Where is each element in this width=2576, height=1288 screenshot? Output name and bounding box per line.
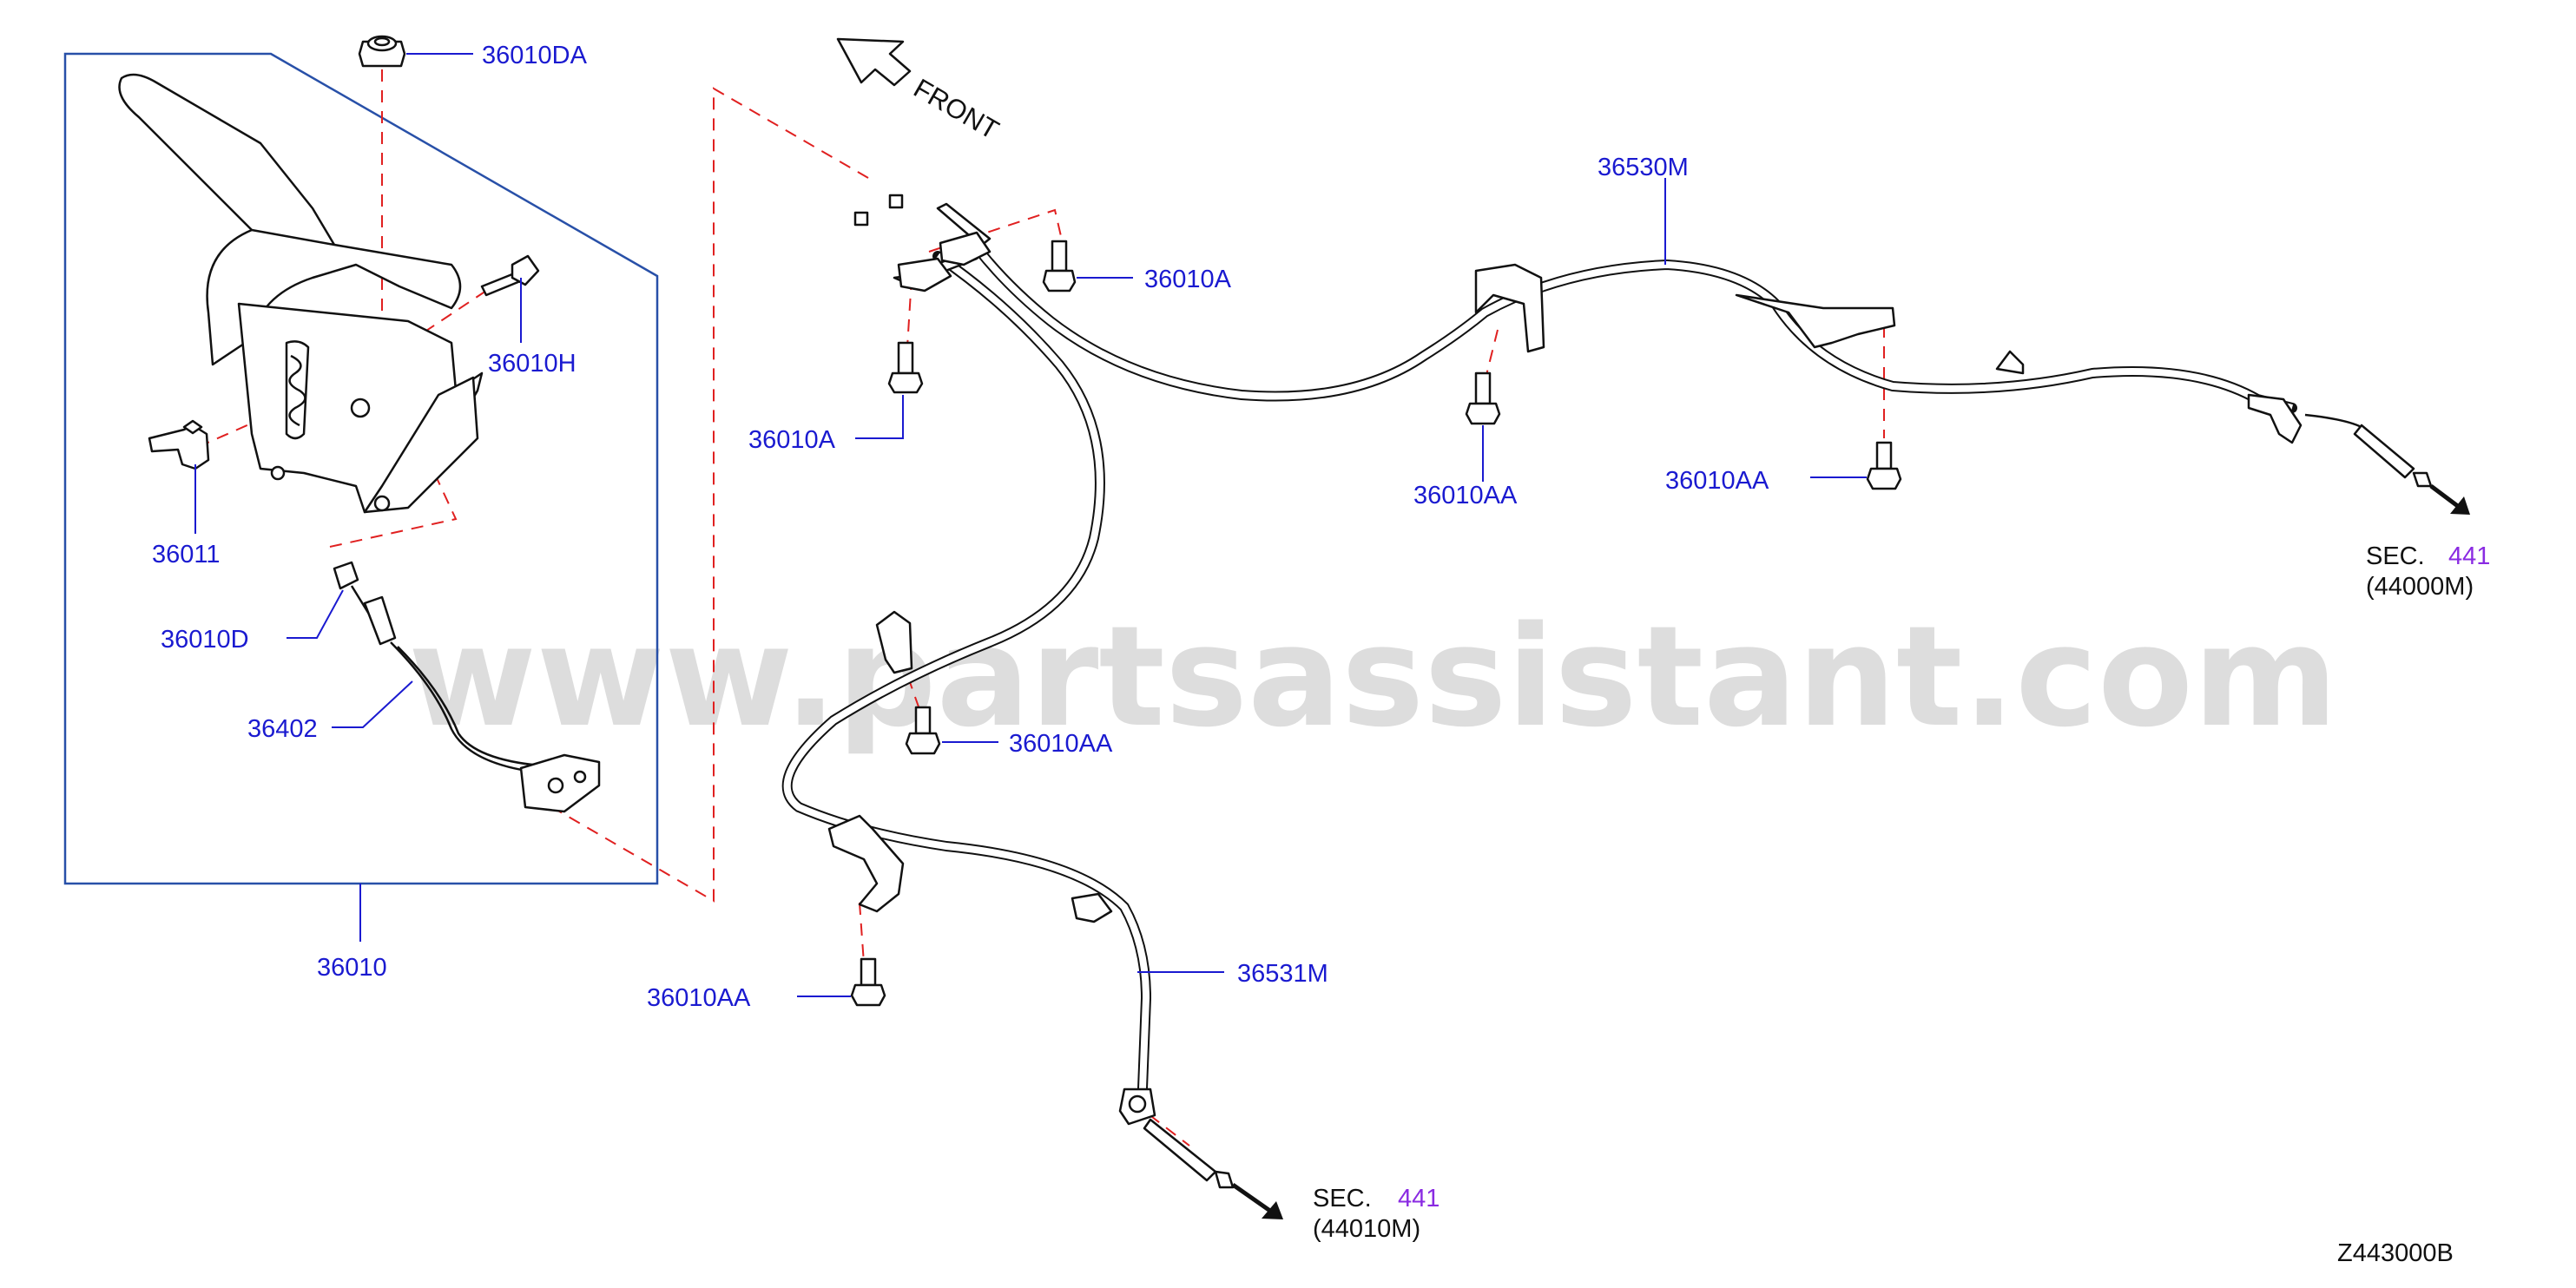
label-36010AA-low: 36010AA <box>647 984 751 1012</box>
dash-bolt-aa-low <box>859 902 865 964</box>
label-36531M: 36531M <box>1237 960 1328 988</box>
bolt-36010A-left <box>887 341 924 394</box>
dash-lever-base <box>329 468 458 548</box>
front-arrow-icon <box>836 37 912 87</box>
bolt-36010AA-mid <box>1465 371 1501 425</box>
bolt-36010AA-right <box>1866 441 1902 490</box>
label-36010D: 36010D <box>161 626 249 654</box>
bolt-36010AA-low <box>850 957 886 1007</box>
sec-bottom-number[interactable]: 441 <box>1398 1185 1440 1212</box>
label-36402: 36402 <box>247 715 318 743</box>
label-36010AA-center: 36010AA <box>1009 730 1113 758</box>
rear-cable-36530M <box>972 242 2470 515</box>
watermark: www.partsassistant.com <box>408 595 2338 758</box>
sec-right-label: SEC. <box>2366 542 2425 570</box>
bolt-36010AA-center <box>905 706 941 755</box>
bolt-36010H <box>480 254 540 297</box>
label-36010A-top: 36010A <box>1144 266 1232 293</box>
sec-right-number[interactable]: 441 <box>2448 542 2490 570</box>
diagram-code: Z443000B <box>2337 1239 2454 1267</box>
label-36010H: 36010H <box>488 350 576 378</box>
label-36010AA-mid: 36010AA <box>1413 482 1518 509</box>
dash-bolt-aa-center <box>893 637 921 713</box>
label-36011: 36011 <box>152 541 221 568</box>
sec-bottom-label: SEC. <box>1313 1185 1372 1212</box>
bolt-36010A-top <box>1042 240 1077 292</box>
front-cable-36402 <box>333 561 601 813</box>
label-36010: 36010 <box>317 954 387 982</box>
label-36010DA: 36010DA <box>482 42 588 69</box>
label-36530M: 36530M <box>1598 154 1689 181</box>
label-36010AA-right: 36010AA <box>1665 467 1769 495</box>
assembly-outline-36010 <box>63 52 659 885</box>
cable-front-ends <box>853 194 992 292</box>
switch-36011 <box>148 419 210 470</box>
nut-36010DA <box>358 35 406 68</box>
leader-36010D <box>287 589 344 639</box>
hand-brake-lever <box>118 73 484 514</box>
dash-bracket-main <box>529 87 869 903</box>
rear-cable-36531M <box>781 251 1283 1219</box>
sec-bottom-code: (44010M) <box>1313 1215 1420 1243</box>
dash-switch <box>197 407 287 448</box>
sec-right-code: (44000M) <box>2366 573 2474 601</box>
front-label: FRONT <box>909 73 1005 146</box>
leader-36402 <box>332 680 413 728</box>
label-36010A-left: 36010A <box>748 426 836 454</box>
leader-36010A-left <box>855 395 904 439</box>
